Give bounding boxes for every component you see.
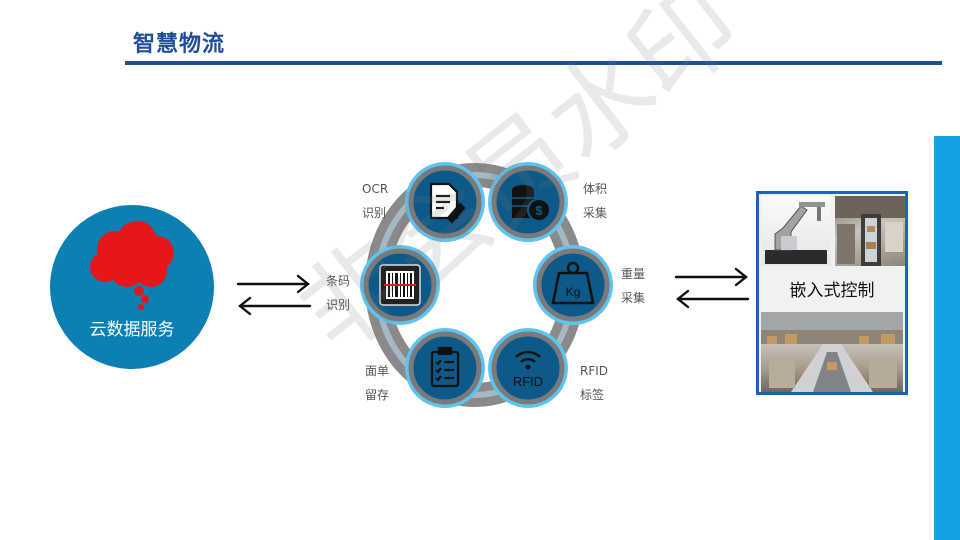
node-barcode-label: 条码 识别 [326, 274, 351, 312]
document-pen-icon [429, 182, 466, 224]
right-accent-bar [934, 136, 960, 540]
node-ocr[interactable] [405, 162, 485, 242]
cloud-icon [90, 221, 174, 310]
right-exchange-arrows [674, 267, 750, 309]
rfid-icon: RFID [513, 350, 543, 389]
node-rfid[interactable]: RFID [488, 328, 568, 408]
embedded-control-label: 嵌入式控制 [789, 281, 875, 301]
robot-arm-photo [761, 196, 831, 266]
warehouse-photo [761, 312, 903, 392]
cloud-service-circle: 云数据服务 [50, 205, 214, 369]
barcode-scanner-icon [379, 264, 421, 306]
coins-dollar-icon: $ [512, 185, 551, 222]
clipboard-checklist-icon [430, 346, 460, 388]
node-ocr-label: OCR 识别 [362, 182, 389, 220]
node-volume[interactable]: $ [488, 162, 568, 242]
logistics-module-ring: $ Kg RFID [360, 162, 613, 408]
weight-kg-icon: Kg [551, 261, 595, 305]
conveyor-photo [835, 196, 905, 266]
title-underline [125, 61, 942, 65]
node-volume-label: 体积 采集 [583, 182, 608, 220]
node-weight-label: 重量 采集 [621, 267, 646, 305]
cloud-service-label: 云数据服务 [89, 320, 175, 340]
node-weight[interactable]: Kg [533, 245, 613, 325]
left-exchange-arrows [236, 274, 312, 316]
embedded-control-panel: 嵌入式控制 [756, 191, 908, 395]
page-title: 智慧物流 [133, 32, 226, 57]
node-barcode[interactable] [360, 245, 440, 325]
node-waybill-label: 面单 留存 [365, 364, 390, 402]
rfid-icon-text: RFID [513, 374, 543, 389]
node-rfid-label: RFID 标签 [580, 364, 609, 402]
weight-icon-text: Kg [566, 285, 581, 299]
node-waybill[interactable] [405, 328, 485, 408]
svg-text:$: $ [535, 203, 543, 218]
